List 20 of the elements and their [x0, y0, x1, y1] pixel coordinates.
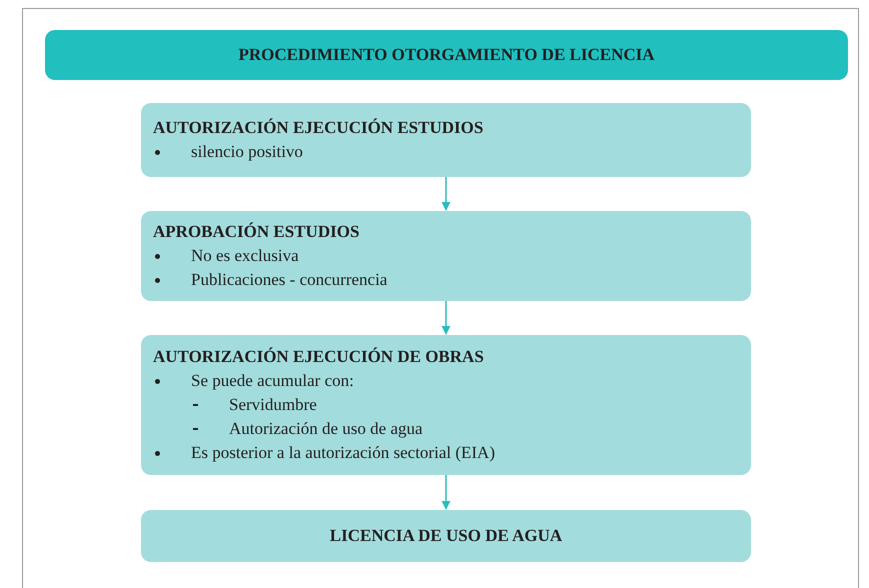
step-box: [141, 335, 751, 475]
list-item: Se puede acumular con:: [191, 370, 354, 392]
arrow: [442, 475, 450, 510]
title-band: [45, 30, 848, 80]
step-box: [141, 510, 751, 562]
arrow: [442, 301, 450, 335]
step-heading: LICENCIA DE USO DE AGUA: [330, 525, 562, 547]
step-heading: APROBACIÓN ESTUDIOS: [153, 221, 360, 243]
list-item: silencio positivo: [191, 141, 303, 163]
step-box: [141, 211, 751, 301]
step-box: [141, 103, 751, 177]
step-heading: AUTORIZACIÓN EJECUCIÓN ESTUDIOS: [153, 117, 484, 139]
step-heading: PROCEDIMIENTO OTORGAMIENTO DE LICENCIA: [238, 44, 655, 66]
list-item: Publicaciones - concurrencia: [191, 269, 388, 291]
step-heading: AUTORIZACIÓN EJECUCIÓN DE OBRAS: [153, 346, 485, 368]
list-item: Servidumbre: [229, 394, 317, 416]
list-item: No es exclusiva: [191, 245, 299, 267]
list-item: Es posterior a la autorización sectorial (EIA): [191, 442, 495, 464]
arrow: [442, 177, 450, 211]
list-item: Autorización de uso de agua: [229, 418, 423, 440]
